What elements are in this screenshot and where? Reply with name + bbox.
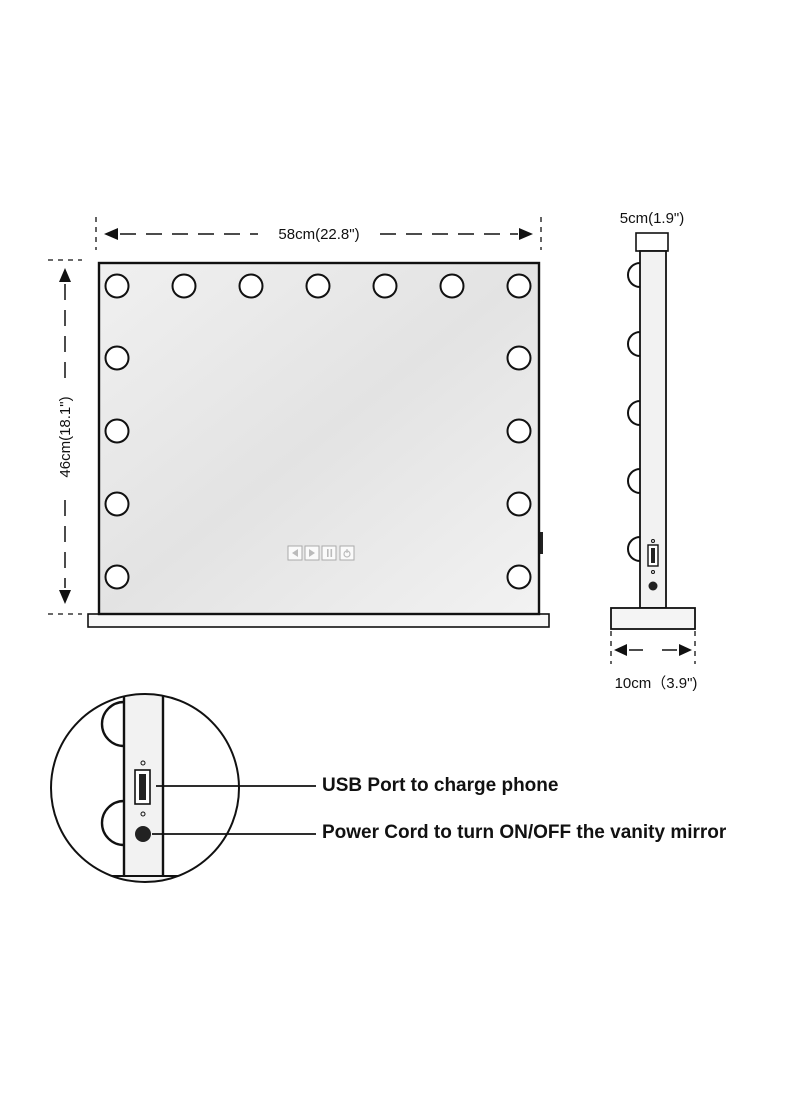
side-base xyxy=(610,607,696,630)
detail-base xyxy=(89,875,221,882)
bulbs-right-column xyxy=(506,345,532,590)
detail-bulb xyxy=(100,700,125,748)
play-icon[interactable] xyxy=(304,545,320,561)
width-label: 58cm(22.8") xyxy=(278,226,359,243)
thickness-label: 5cm(1.9") xyxy=(620,210,685,227)
side-bulbs xyxy=(627,262,641,562)
mirror-base xyxy=(87,613,550,628)
mirror-front-view xyxy=(87,261,550,628)
bulbs-left-column xyxy=(104,345,130,590)
bulbs-top-row xyxy=(104,273,532,299)
bulb xyxy=(104,491,130,517)
bulb xyxy=(104,564,130,590)
bulb xyxy=(506,273,532,299)
power-callout: Power Cord to turn ON/OFF the vanity mir… xyxy=(152,822,727,843)
power-icon[interactable] xyxy=(339,545,355,561)
side-bulb xyxy=(627,400,641,426)
usb-port-label: USB Port to charge phone xyxy=(322,775,558,796)
side-switch xyxy=(538,532,543,554)
side-bulb xyxy=(627,536,641,562)
thickness-box xyxy=(635,232,669,252)
detail-magnifier xyxy=(50,693,240,883)
pause-icon[interactable] xyxy=(321,545,337,561)
bulb xyxy=(104,273,130,299)
side-bulb xyxy=(627,331,641,357)
bulb xyxy=(372,273,398,299)
rewind-icon[interactable] xyxy=(287,545,303,561)
bulb xyxy=(104,345,130,371)
power-cord-label: Power Cord to turn ON/OFF the vanity mir… xyxy=(322,822,727,843)
height-dimension: 46cm(18.1") xyxy=(48,259,82,615)
width-dimension: 58cm(22.8") xyxy=(95,217,542,250)
bulb xyxy=(506,491,532,517)
usb-callout: USB Port to charge phone xyxy=(156,775,558,796)
bulb xyxy=(305,273,331,299)
bulb xyxy=(238,273,264,299)
side-bulb xyxy=(627,468,641,494)
side-power-jack xyxy=(648,581,658,591)
touch-controls xyxy=(287,545,355,561)
bulb xyxy=(506,564,532,590)
height-label: 46cm(18.1") xyxy=(57,396,74,477)
detail-bulb xyxy=(100,799,125,847)
height-arrow-top xyxy=(59,268,71,378)
bulb xyxy=(506,345,532,371)
side-bulb xyxy=(627,262,641,288)
detail-power-jack xyxy=(135,826,151,842)
mirror-side-view: 5cm(1.9") 10cm（3.9") xyxy=(610,210,698,692)
base-depth-arrow xyxy=(614,644,692,656)
width-arrow-left xyxy=(104,228,258,240)
side-indicator-dot xyxy=(651,570,655,574)
base-depth-label: 10cm（3.9") xyxy=(615,675,698,692)
mirror-frame xyxy=(97,261,541,616)
side-indicator-dot xyxy=(651,539,655,543)
bulb xyxy=(104,418,130,444)
bulb xyxy=(171,273,197,299)
bulb xyxy=(506,418,532,444)
width-arrow-right xyxy=(380,228,533,240)
height-arrow-bottom xyxy=(59,500,71,604)
bulb xyxy=(439,273,465,299)
detail-circle-outline xyxy=(50,693,240,883)
